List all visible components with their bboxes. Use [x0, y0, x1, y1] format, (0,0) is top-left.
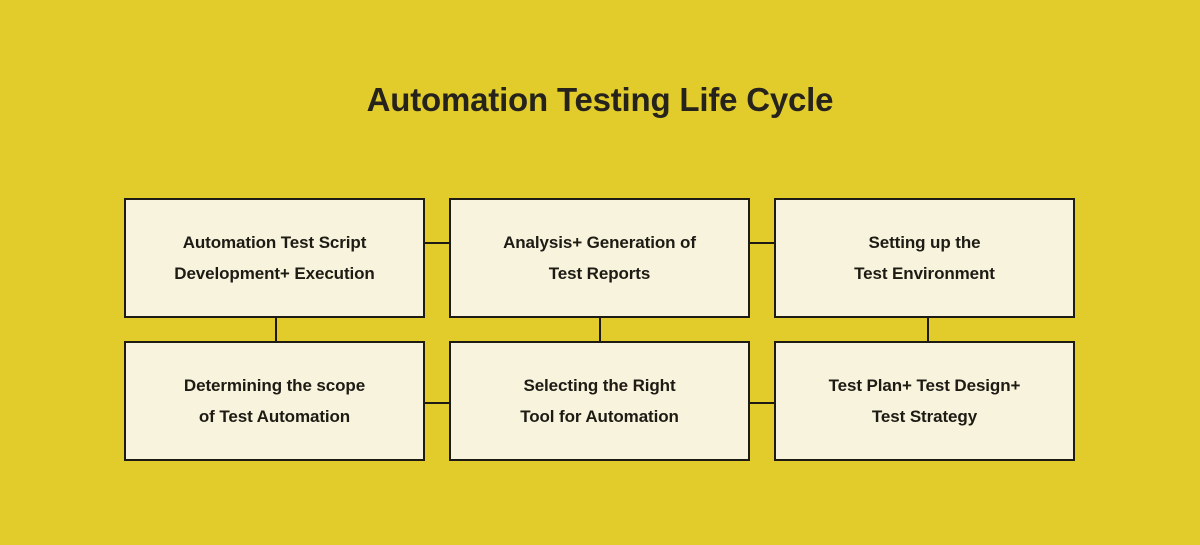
page-title: Automation Testing Life Cycle: [366, 81, 834, 118]
stage-box-selecting-the-right-tool-for-automation[interactable]: Selecting the Right Tool for Automation: [449, 341, 750, 461]
connector-r1-box1-box2: [424, 242, 450, 244]
stage-label: Selecting the Right Tool for Automation: [520, 376, 679, 426]
stage-box-analysis-generation-of-test-reports[interactable]: Analysis+ Generation of Test Reports: [449, 198, 750, 318]
stage-label: Determining the scope of Test Automation: [183, 376, 366, 426]
stage-label: Automation Test Script Development+ Exec…: [174, 233, 375, 283]
stage-box-test-plan-test-design-test-strategy[interactable]: Test Plan+ Test Design+ Test Strategy: [774, 341, 1075, 461]
connector-r2-box4-box5: [424, 402, 450, 404]
stage-box-determining-the-scope-of-test-automation[interactable]: Determining the scope of Test Automation: [124, 341, 425, 461]
stage-label: Analysis+ Generation of Test Reports: [503, 233, 696, 283]
connector-col2-box2-box5: [599, 316, 601, 342]
connector-col1-box1-box4: [275, 316, 277, 342]
stage-label: Test Plan+ Test Design+ Test Strategy: [828, 376, 1021, 426]
connector-col3-box3-box6: [927, 316, 929, 342]
connector-r1-box2-box3: [749, 242, 775, 244]
stage-label: Setting up the Test Environment: [854, 233, 995, 283]
stage-box-automation-test-script-development-execution[interactable]: Automation Test Script Development+ Exec…: [124, 198, 425, 318]
stage-box-setting-up-the-test-environment[interactable]: Setting up the Test Environment: [774, 198, 1075, 318]
connector-r2-box5-box6: [749, 402, 775, 404]
